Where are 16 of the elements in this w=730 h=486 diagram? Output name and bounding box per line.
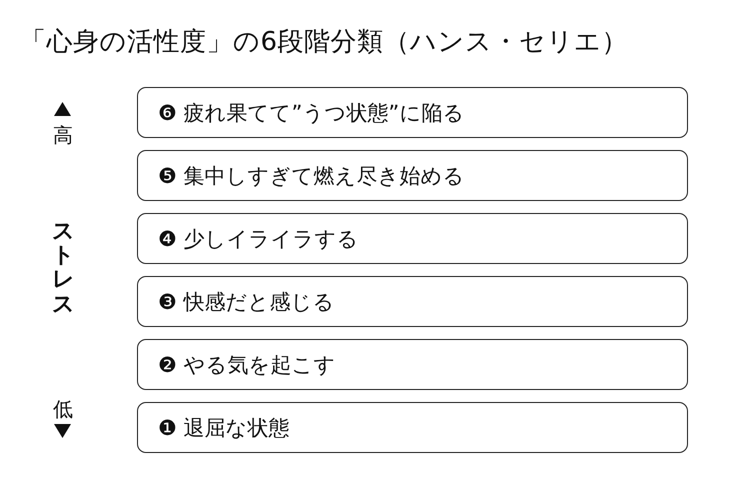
stage-text: ❺ 集中しすぎて燃え尽き始める [157,162,465,190]
stage-text: ❶ 退屈な状態 [157,414,290,442]
stage-box [137,87,688,138]
stage-box [137,339,688,390]
stage-text: ❹ 少しイライラする [157,226,359,252]
title: 「心身の活性度」の6段階分類（ハンス・セリエ） [20,26,630,59]
stage-box [137,150,688,201]
stage-text: ❷ やる気を起こす [157,352,336,378]
low-label: 低 [53,396,73,423]
stage-box [137,402,688,453]
stage-box [137,276,688,327]
axis-label: ストレス [52,220,74,317]
stage-box [137,213,688,264]
high-label: 高 [53,122,73,149]
stage-text: ❸ 快感だと感じる [157,288,335,316]
stage-text: ❻ 疲れ果てて”うつ状態”に陥る [157,100,464,126]
